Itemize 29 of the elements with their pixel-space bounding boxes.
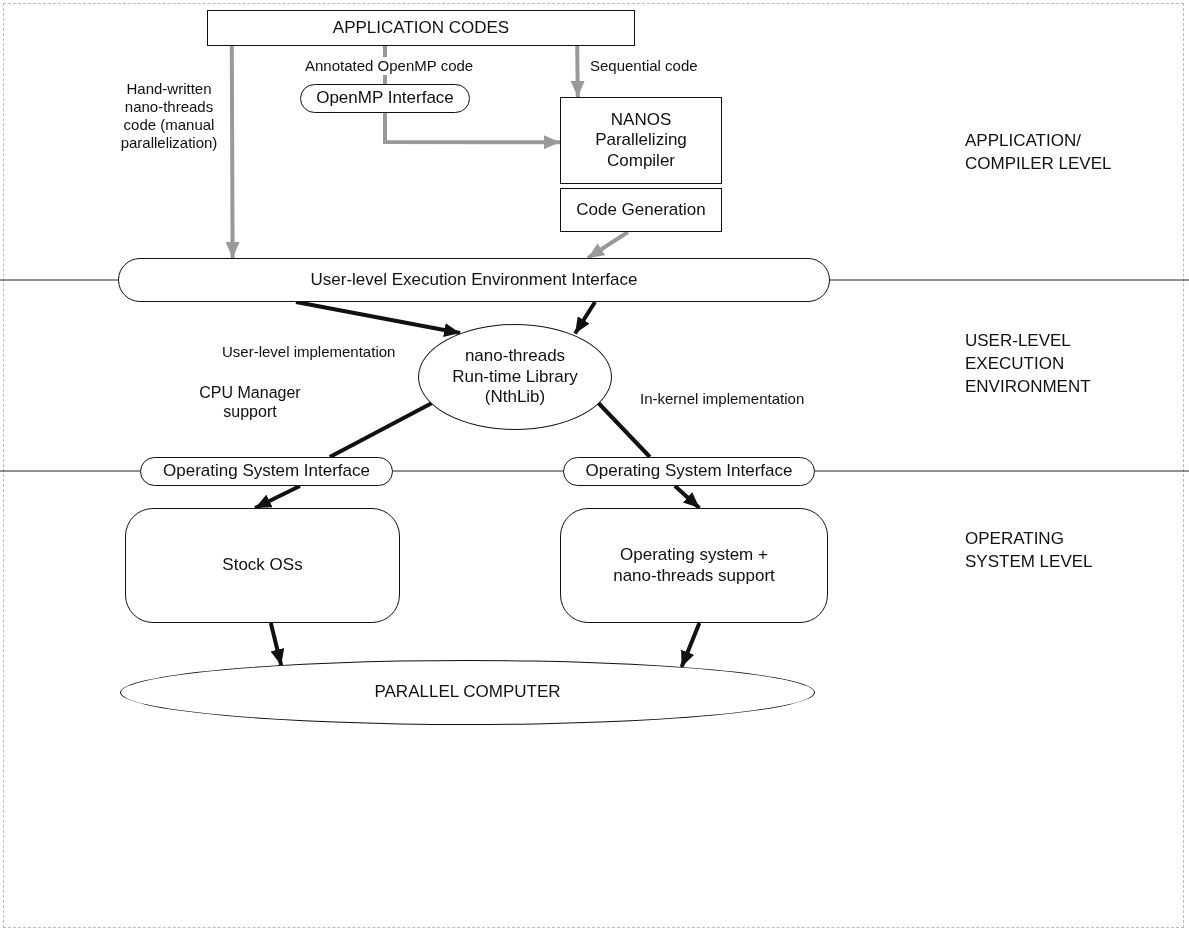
interface-pill: User-level Execution Environment Interface xyxy=(118,258,830,302)
arrow xyxy=(225,46,240,258)
process-box: NANOS Parallelizing Compiler xyxy=(560,97,722,184)
arrow xyxy=(673,484,701,510)
arrow xyxy=(679,622,702,668)
arrow xyxy=(268,622,285,666)
edge-label: Annotated OpenMP code xyxy=(305,57,474,75)
interface-pill: Operating System Interface xyxy=(563,457,815,486)
interface-pill: OpenMP Interface xyxy=(300,84,470,113)
arrow xyxy=(254,484,301,510)
interface-pill: Operating System Interface xyxy=(140,457,393,486)
level-label: APPLICATION/ COMPILER LEVEL xyxy=(965,130,1113,175)
arrow xyxy=(295,300,461,337)
note-label: CPU Manager support xyxy=(198,383,302,422)
level-label: USER-LEVEL EXECUTION ENVIRONMENT xyxy=(965,330,1092,398)
arrow xyxy=(383,113,560,150)
os-box: Stock OSs xyxy=(125,508,400,623)
computer-ellipse: PARALLEL COMPUTER xyxy=(120,660,815,725)
edge-label: In-kernel implementation xyxy=(640,390,805,408)
process-box: APPLICATION CODES xyxy=(207,10,635,46)
arrow xyxy=(570,45,585,98)
edge-label: User-level implementation xyxy=(222,343,396,361)
arrow xyxy=(573,300,597,335)
arrow xyxy=(586,230,630,260)
level-label: OPERATING SYSTEM LEVEL xyxy=(965,528,1094,573)
process-box: Code Generation xyxy=(560,188,722,232)
library-ellipse: nano-threads Run-time Library (NthLib) xyxy=(418,324,612,430)
edge-label: Sequential code xyxy=(590,57,698,75)
os-box: Operating system + nano-threads support xyxy=(560,508,828,623)
